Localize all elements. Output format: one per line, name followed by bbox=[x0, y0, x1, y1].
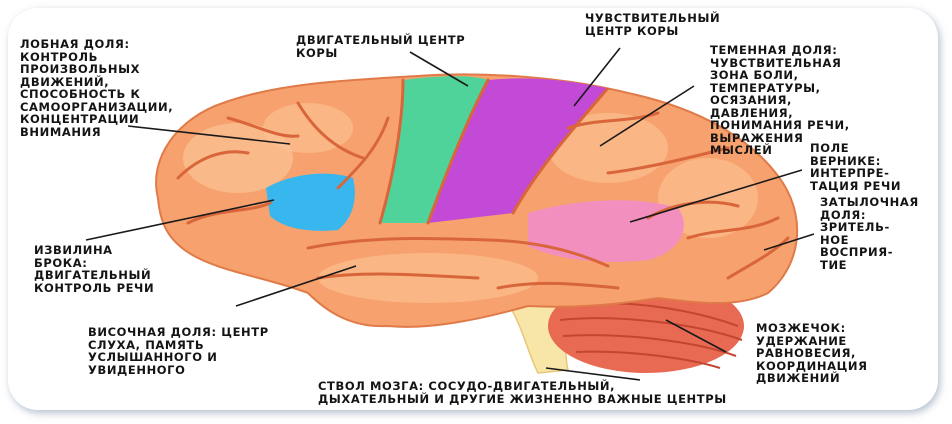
label-wernicke-area: ПОЛЕ ВЕРНИКЕ: ИНТЕРПРЕ- ТАЦИЯ РЕЧИ bbox=[810, 141, 902, 193]
label-sensory-center: ЧУВСТВИТЕЛЬНЫЙ ЦЕНТР КОРЫ bbox=[585, 11, 721, 38]
label-cerebellum: МОЗЖЕЧОК: УДЕРЖАНИЕ РАВНОВЕСИЯ, КООРДИНА… bbox=[756, 321, 868, 385]
leader-lines bbox=[85, 47, 815, 381]
label-parietal-lobe: ТЕМЕННАЯ ДОЛЯ: ЧУВСТВИТЕЛЬНАЯ ЗОНА БОЛИ,… bbox=[710, 43, 850, 157]
leader-line-broca bbox=[85, 199, 275, 241]
sensory-cortex-area bbox=[428, 78, 608, 223]
leader-line-frontal bbox=[127, 125, 291, 145]
label-broca-gyrus: ИЗВИЛИНА БРОКА: ДВИГАТЕЛЬНЫЙ КОНТРОЛЬ РЕ… bbox=[34, 243, 155, 295]
sulci bbox=[176, 78, 790, 290]
diagram-frame: ЛОБНАЯ ДОЛЯ: КОНТРОЛЬ ПРОИЗВОЛЬНЫХ ДВИЖЕ… bbox=[8, 8, 938, 410]
leader-line-sensory bbox=[573, 47, 621, 107]
label-temporal-lobe: ВИСОЧНАЯ ДОЛЯ: ЦЕНТР СЛУХА, ПАМЯТЬ УСЛЫШ… bbox=[88, 325, 269, 377]
wernicke-area bbox=[528, 200, 684, 263]
leader-line-temporal bbox=[235, 265, 357, 307]
label-occipital-lobe: ЗАТЫЛОЧНАЯ ДОЛЯ: ЗРИТЕЛЬ- НОЕ ВОСПРИЯ- Т… bbox=[820, 195, 919, 272]
label-frontal-lobe: ЛОБНАЯ ДОЛЯ: КОНТРОЛЬ ПРОИЗВОЛЬНЫХ ДВИЖЕ… bbox=[20, 37, 174, 139]
brain-illustration bbox=[85, 47, 815, 381]
leader-line-cerebellum bbox=[665, 319, 727, 353]
leader-line-parietal bbox=[599, 85, 695, 147]
leader-line-wernicke bbox=[629, 169, 803, 223]
leader-line-occipital bbox=[763, 233, 815, 251]
leader-line-brainstem bbox=[545, 367, 641, 381]
motor-cortex-area bbox=[380, 76, 488, 223]
broca-area bbox=[266, 173, 355, 231]
label-brainstem: СТВОЛ МОЗГА: СОСУДО-ДВИГАТЕЛЬНЫЙ, ДЫХАТЕ… bbox=[318, 379, 727, 406]
label-motor-center: ДВИГАТЕЛЬНЫЙ ЦЕНТР КОРЫ bbox=[296, 33, 466, 60]
leader-line-motor bbox=[409, 51, 469, 87]
